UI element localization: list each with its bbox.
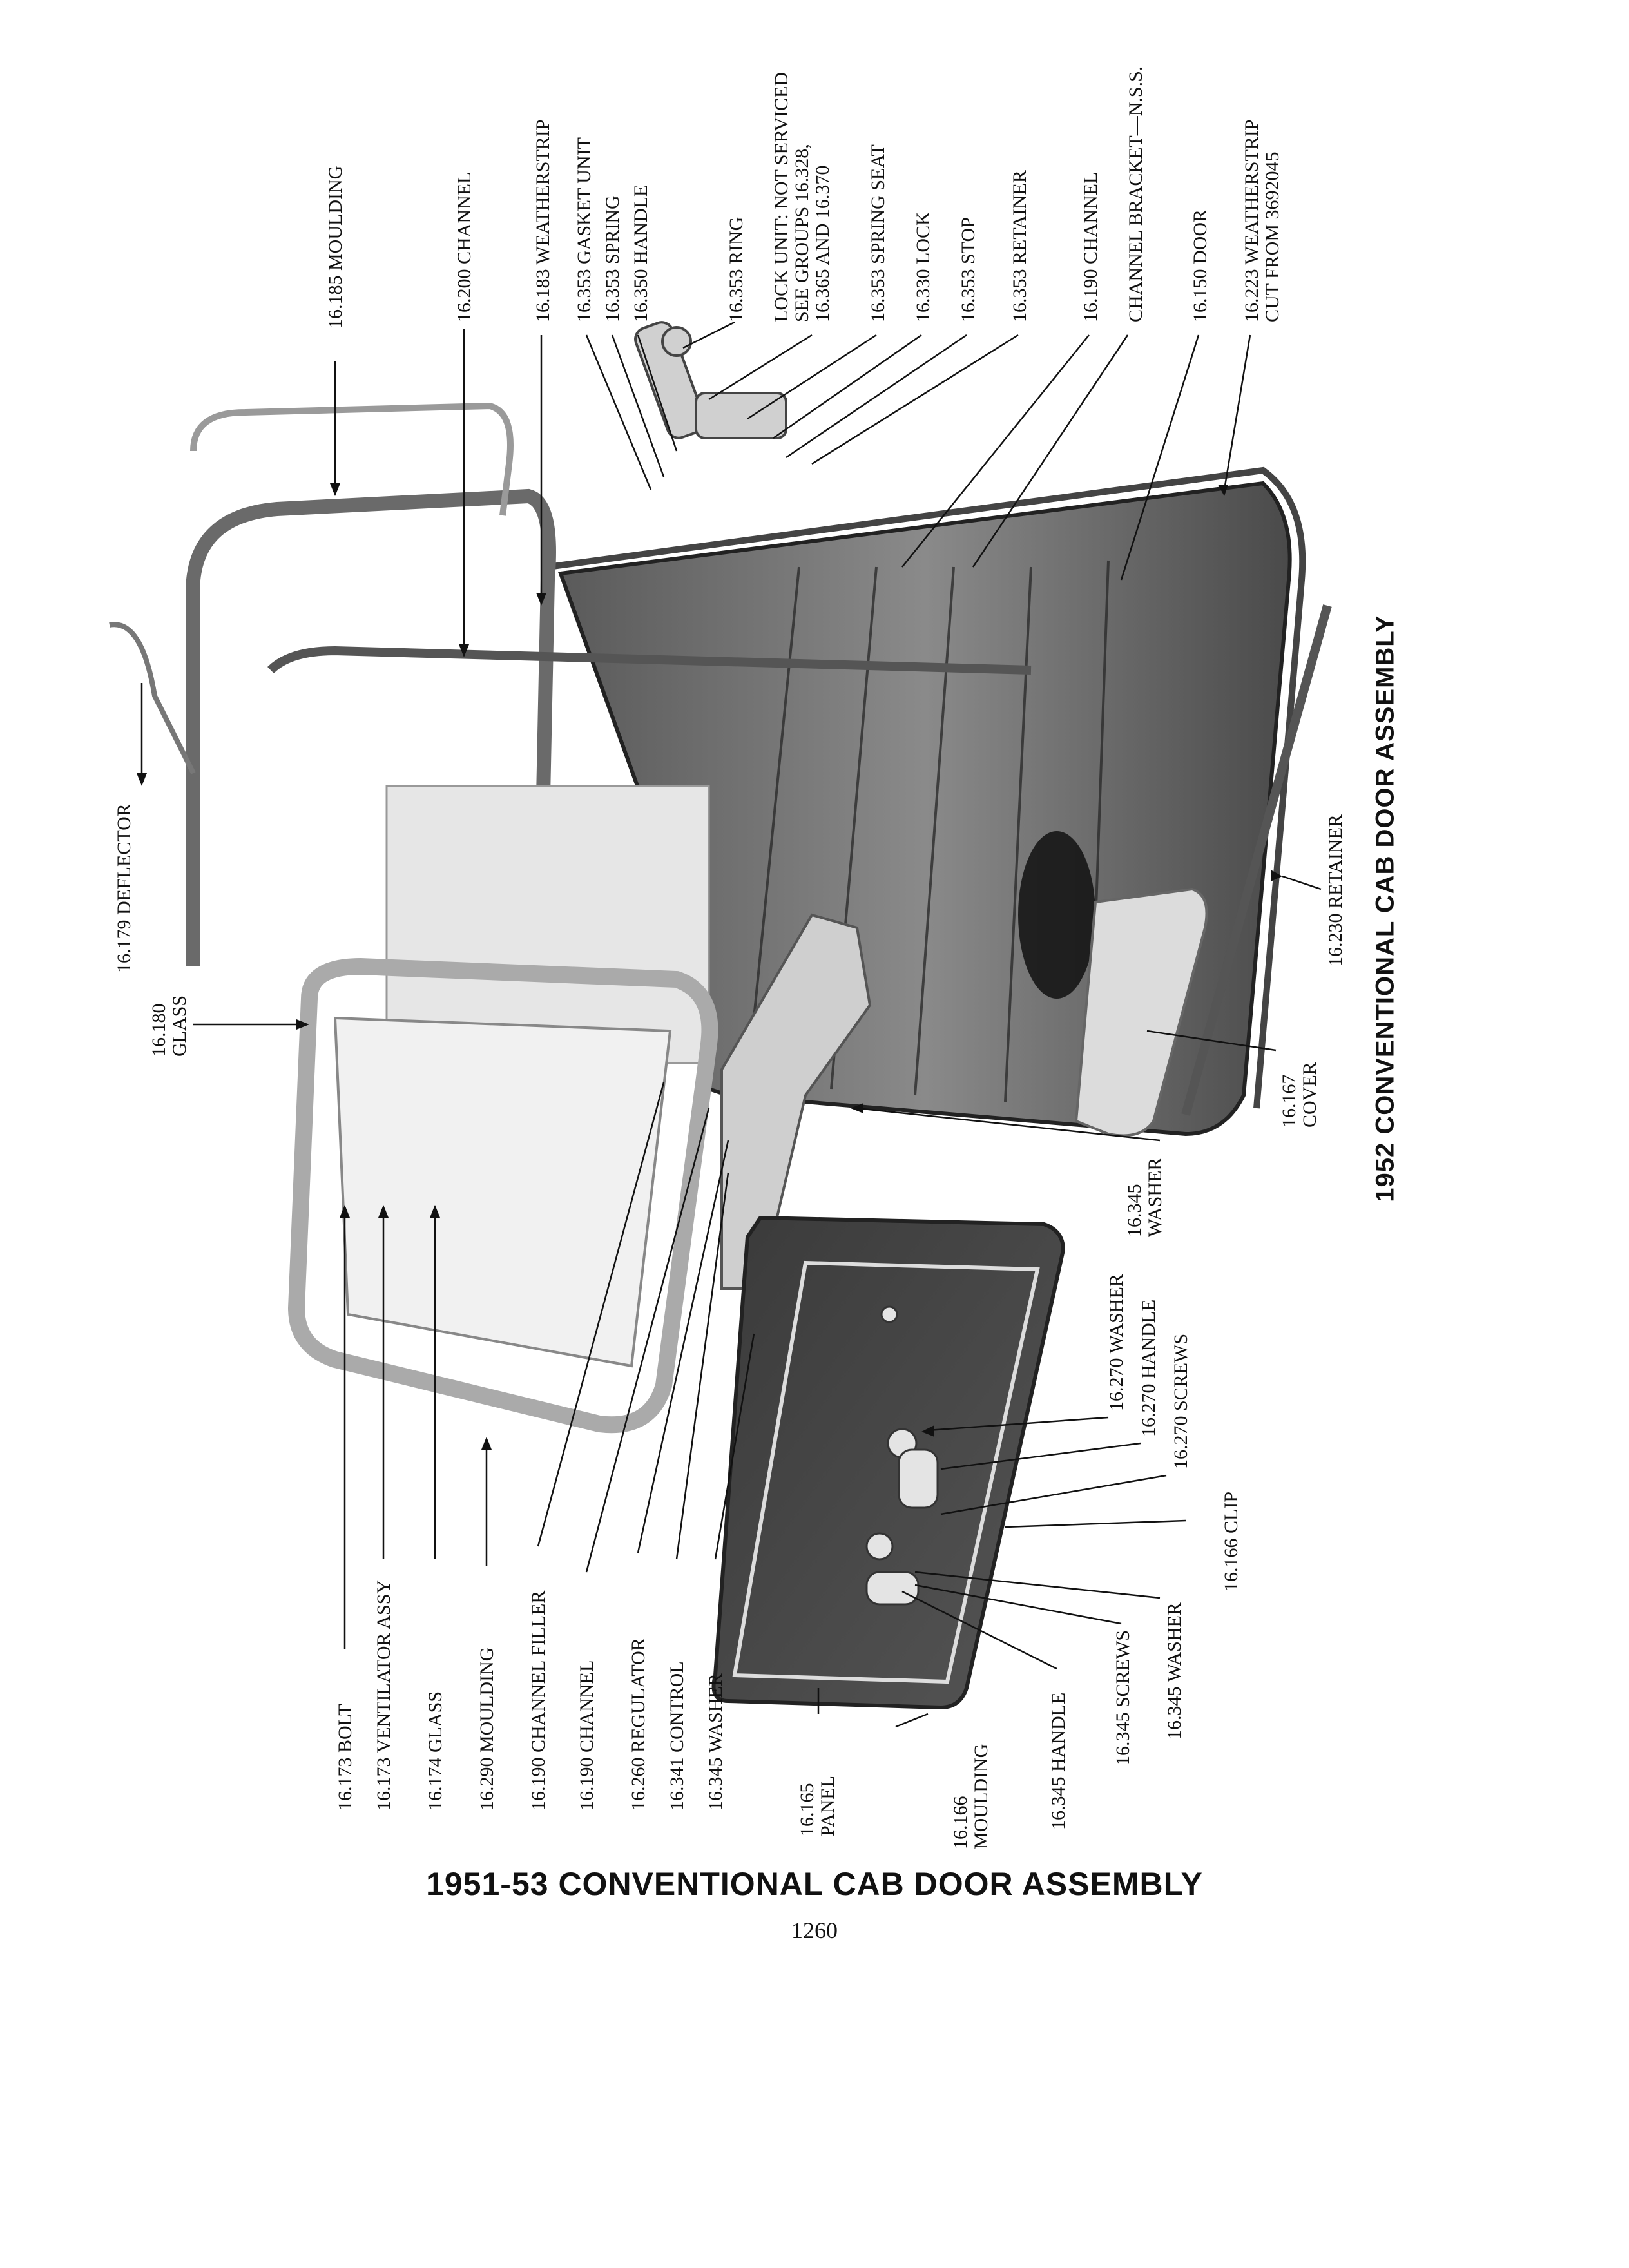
trim-panel-moulding — [732, 1260, 1040, 1684]
regulator-arm — [720, 913, 872, 1290]
label-clip-166: 16.166 CLIP — [1220, 1492, 1242, 1591]
label-ring-353: 16.353 RING — [726, 217, 747, 322]
label-lock-330: 16.330 LOCK — [912, 211, 934, 322]
page-number: 1260 — [791, 1917, 838, 1943]
label-spring-353: 16.353 SPRING — [602, 195, 623, 322]
label-regulator-260: 16.260 REGULATOR — [628, 1638, 649, 1811]
label-channel-bracket: CHANNEL BRACKET—N.S.S. — [1125, 66, 1146, 322]
label-stop-353: 16.353 STOP — [958, 217, 979, 322]
label-lock-unit: LOCK UNIT: NOT SERVICED SEE GROUPS 16.32… — [771, 67, 833, 322]
page-title: 1951-53 CONVENTIONAL CAB DOOR ASSEMBLY — [426, 1866, 1203, 1902]
label-moulding-290: 16.290 MOULDING — [476, 1648, 497, 1811]
label-channel-200: 16.200 CHANNEL — [454, 172, 475, 322]
arrowheads — [137, 483, 1282, 1450]
panel-handles — [865, 1305, 939, 1606]
trim-panel — [711, 1215, 1066, 1710]
door-weatherstrip-outline — [547, 466, 1306, 1109]
label-channel-filler-190: 16.190 CHANNEL FILLER — [528, 1591, 549, 1811]
label-spring-seat: 16.353 SPRING SEAT — [867, 144, 889, 322]
deflector — [109, 622, 196, 774]
label-channel-190-bottom: 16.190 CHANNEL — [576, 1660, 597, 1811]
ventilator-frame — [287, 957, 718, 1434]
leader-lines — [140, 321, 1322, 1728]
label-panel-165: 16.165 PANEL — [796, 1776, 838, 1836]
door-illustration — [109, 321, 1332, 1710]
window-frame — [186, 488, 556, 966]
label-glass-180: 16.180 GLASS — [148, 995, 190, 1057]
label-washer-345-left: 16.345 WASHER — [705, 1673, 726, 1811]
lock-handle-assembly — [634, 321, 787, 439]
door-retainer-strip — [1181, 604, 1332, 1116]
label-deflector: 16.179 DEFLECTOR — [113, 803, 135, 973]
label-handle-350: 16.350 HANDLE — [630, 185, 651, 322]
side-title: 1952 CONVENTIONAL CAB DOOR ASSEMBLY — [1371, 615, 1400, 1202]
ventilator-inner-frame — [333, 1016, 672, 1368]
label-cover-167: 16.167 COVER — [1278, 1062, 1320, 1128]
label-weatherstrip-183: 16.183 WEATHERSTRIP — [532, 120, 554, 322]
label-bolt-173: 16.173 BOLT — [334, 1704, 356, 1811]
label-screws-270: 16.270 SCREWS — [1170, 1334, 1191, 1469]
label-screws-345: 16.345 SCREWS — [1112, 1630, 1133, 1765]
label-moulding-185: 16.185 MOULDING — [325, 166, 346, 329]
label-washer-345-right: 16.345 WASHER — [1164, 1602, 1185, 1740]
label-moulding-166: 16.166 MOULDING — [950, 1744, 992, 1849]
label-handle-345: 16.345 HANDLE — [1048, 1693, 1069, 1830]
label-control-341: 16.341 CONTROL — [666, 1661, 688, 1811]
label-channel-190-top: 16.190 CHANNEL — [1080, 172, 1101, 322]
label-retainer-230: 16.230 RETAINER — [1325, 814, 1346, 966]
label-door-150: 16.150 DOOR — [1190, 209, 1211, 322]
callout-labels: 16.185 MOULDING 16.200 CHANNEL 16.183 WE… — [113, 66, 1346, 1849]
label-gasket-unit: 16.353 GASKET UNIT — [574, 137, 595, 322]
label-glass-174: 16.174 GLASS — [425, 1691, 446, 1811]
label-washer-270: 16.270 WASHER — [1106, 1274, 1127, 1411]
label-handle-270: 16.270 HANDLE — [1138, 1300, 1159, 1437]
label-ventilator-173: 16.173 VENTILATOR ASSY — [373, 1580, 394, 1811]
window-channel — [267, 646, 1032, 675]
label-weatherstrip-223: 16.223 WEATHERSTRIP CUT FROM 3692045 — [1241, 115, 1283, 322]
window-moulding-top — [190, 402, 514, 516]
label-washer-345-mid: 16.345 WASHER — [1124, 1158, 1166, 1237]
label-retainer-353: 16.353 RETAINER — [1009, 170, 1030, 322]
door-access-hole — [1018, 831, 1095, 999]
